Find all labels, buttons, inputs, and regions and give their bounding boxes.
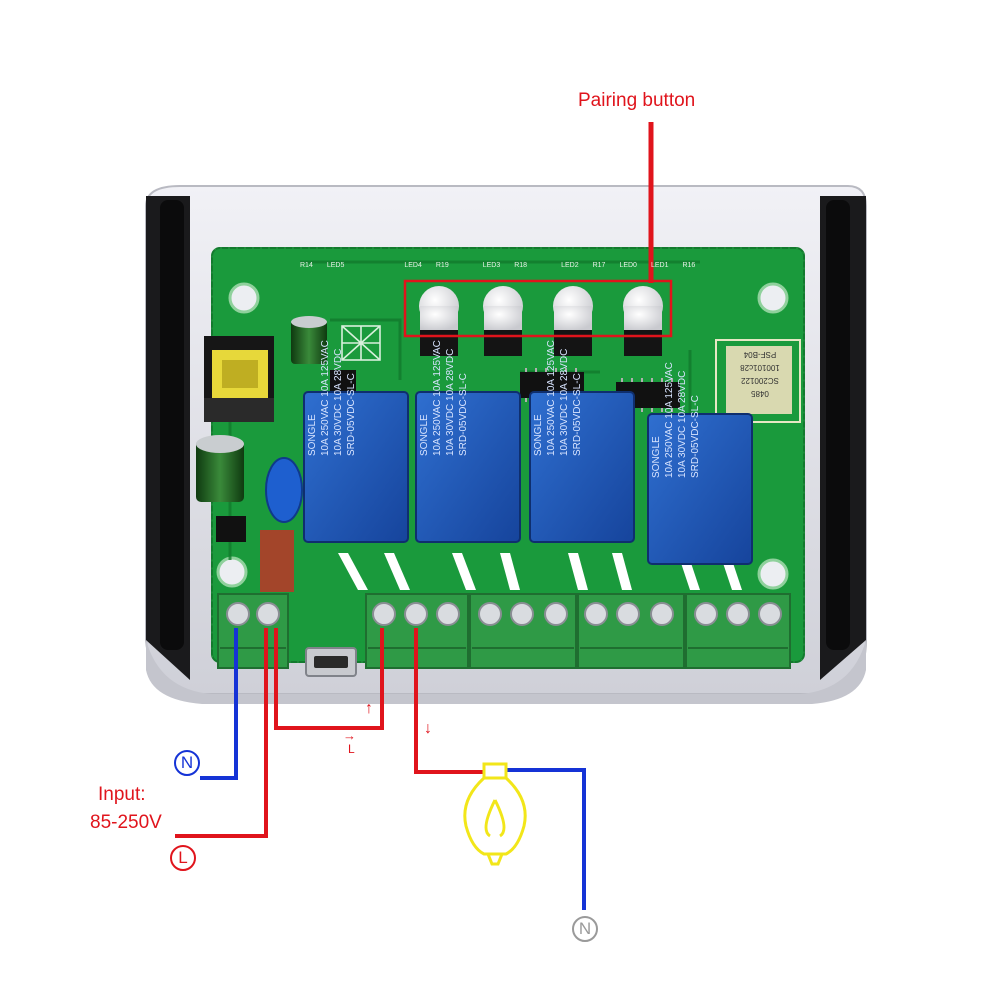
transformer xyxy=(204,336,274,422)
relay-rating: 10A 30VDC 10A 28VDC xyxy=(677,370,688,478)
led-label: LED4 xyxy=(404,262,422,269)
relay-brand: SONGLE xyxy=(419,414,430,456)
relay-rating: 10A 250VAC 10A 125VAC xyxy=(664,362,675,478)
relay-brand: SONGLE xyxy=(533,414,544,456)
module-label: 0485 SC200122 100101c28 PSF-B04 xyxy=(728,348,792,400)
arrow-right-label: → xyxy=(343,728,356,743)
module-text: PSF-B04 xyxy=(743,350,777,359)
relay-rating: 10A 250VAC 10A 125VAC xyxy=(432,340,443,456)
led-label: LED5 xyxy=(326,262,345,269)
led-label: LED0 xyxy=(619,262,637,269)
neutral-input-symbol: N xyxy=(174,750,200,776)
led-label: LED3 xyxy=(482,262,501,269)
led-label: R14 xyxy=(300,262,313,269)
led-label: R18 xyxy=(514,262,528,269)
wiring xyxy=(175,628,586,910)
live-small-label: L xyxy=(348,742,355,756)
wireless-module xyxy=(715,339,801,423)
led-label: R19 xyxy=(435,262,449,269)
relay-model: SRD-05VDC-SL-C xyxy=(346,373,357,456)
module-text: 0485 xyxy=(751,389,769,398)
relay-label-2: SONGLE 10A 250VAC 10A 125VAC 10A 30VDC 1… xyxy=(418,306,470,456)
relay-rating: 10A 250VAC 10A 125VAC xyxy=(546,340,557,456)
relay-rating: 10A 30VDC 10A 28VDC xyxy=(559,348,570,456)
relay-brand: SONGLE xyxy=(651,436,662,478)
relay-brand: SONGLE xyxy=(307,414,318,456)
light-bulb-icon xyxy=(463,762,527,866)
relay-model: SRD-05VDC-SL-C xyxy=(572,373,583,456)
relay-rating: 10A 30VDC 10A 28VDC xyxy=(333,348,344,456)
pairing-button-label: Pairing button xyxy=(578,90,696,111)
pairing-buttons xyxy=(419,286,663,356)
module-text: SC200122 xyxy=(741,376,779,385)
input-label: Input: xyxy=(98,784,146,805)
relay-rating: 10A 250VAC 10A 125VAC xyxy=(320,340,331,456)
led-label: R17 xyxy=(592,262,606,269)
led-label: LED1 xyxy=(650,262,669,269)
relay-model: SRD-05VDC-SL-C xyxy=(458,373,469,456)
voltage-label: 85-250V xyxy=(90,812,162,833)
relay-label-3: SONGLE 10A 250VAC 10A 125VAC 10A 30VDC 1… xyxy=(532,306,584,456)
led-label: R16 xyxy=(682,262,696,269)
capacitors xyxy=(196,316,327,592)
neutral-bulb-symbol: N xyxy=(572,916,598,942)
pairing-highlight-box xyxy=(403,279,673,338)
led-label-row: R14 LED5 LED4 R19 LED3 R18 LED2 R17 LED0… xyxy=(300,262,700,269)
live-input-symbol: L xyxy=(170,845,196,871)
relay-rating: 10A 30VDC 10A 28VDC xyxy=(445,348,456,456)
module-text: 100101c28 xyxy=(740,363,780,372)
relay-model: SRD-05VDC-SL-C xyxy=(690,395,701,478)
terminal-blocks xyxy=(217,593,791,677)
relay-label-4: SONGLE 10A 250VAC 10A 125VAC 10A 30VDC 1… xyxy=(650,328,702,478)
relay-label-1: SONGLE 10A 250VAC 10A 125VAC 10A 30VDC 1… xyxy=(306,306,358,456)
arrow-up-label: ↑ xyxy=(365,700,373,717)
relays xyxy=(303,391,753,565)
arrow-down-label: ↓ xyxy=(424,720,432,737)
led-label: LED2 xyxy=(561,262,579,269)
